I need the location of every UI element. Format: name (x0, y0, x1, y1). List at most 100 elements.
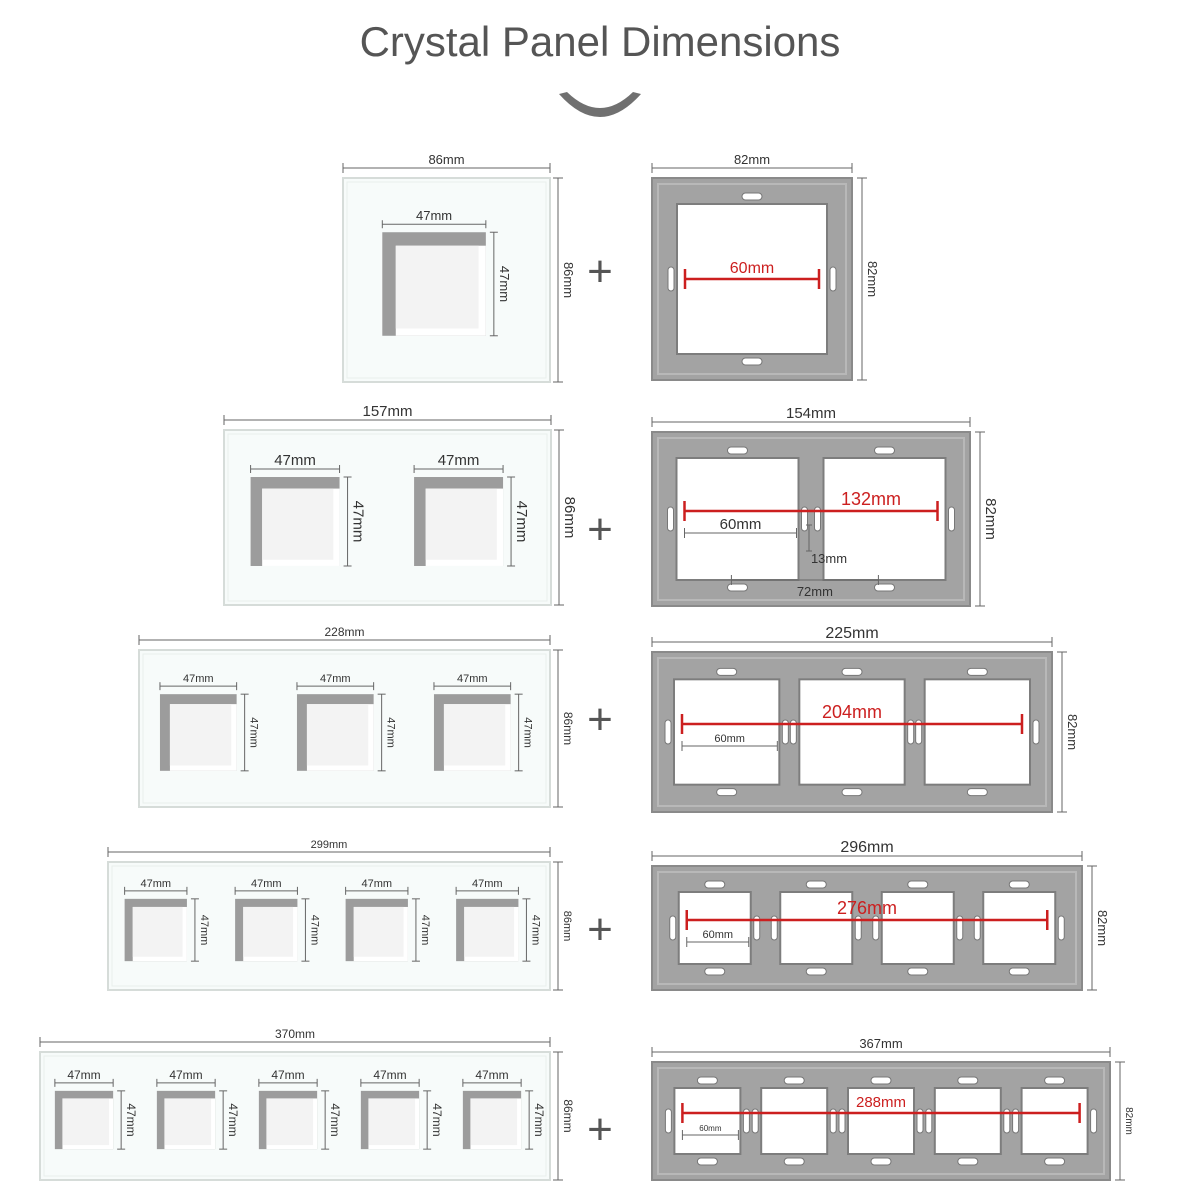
mounting-slot (916, 1108, 924, 1134)
metal-frame-rim (657, 437, 965, 601)
glass-opening-inner (395, 245, 479, 329)
span-label: 132mm (841, 489, 901, 509)
mounting-slot (854, 915, 862, 941)
plus-icon: + (587, 247, 613, 296)
mounting-slot (1032, 719, 1040, 745)
opening-width-label: 47mm (472, 878, 503, 890)
mounting-slot (805, 880, 827, 889)
glass-opening-inner (368, 1098, 416, 1146)
mounting-slot (838, 1108, 846, 1134)
opening-width-label: 47mm (140, 878, 171, 890)
mounting-slot (966, 788, 988, 797)
glass-height-label: 86mm (561, 911, 573, 942)
mounting-slot (696, 1076, 718, 1085)
glass-height-label: 86mm (561, 712, 575, 745)
mounting-slot (872, 915, 880, 941)
glass-panel-inner-edge (111, 865, 547, 987)
glass-opening-inner (470, 1098, 518, 1146)
frame-height-label: 82mm (865, 261, 880, 297)
mounting-slot (948, 506, 955, 532)
glass-height-label: 86mm (561, 262, 576, 298)
opening-height-label: 47mm (328, 1103, 342, 1136)
frame-width-label: 225mm (825, 625, 878, 642)
plus-icon: + (587, 905, 613, 954)
mounting-slot (1003, 1108, 1011, 1134)
mounting-slot (741, 192, 763, 201)
glass-width-label: 157mm (362, 403, 412, 420)
frame-window (779, 891, 854, 965)
mounting-slot (1008, 967, 1030, 976)
unit-span-label: 60mm (699, 1124, 722, 1133)
glass-opening-inner (62, 1098, 110, 1146)
glass-opening-inner (243, 906, 294, 957)
mounting-slot (727, 583, 748, 592)
glass-opening-inner (464, 906, 515, 957)
mounting-slot (704, 967, 726, 976)
mounting-slot (874, 446, 895, 455)
opening-height-label: 47mm (248, 717, 260, 748)
mounting-slot (1012, 1108, 1020, 1134)
pitch-label: 72mm (797, 584, 833, 599)
opening-width-label: 47mm (67, 1068, 100, 1082)
mounting-slot (667, 266, 675, 292)
frame-window (847, 1087, 915, 1155)
mounting-slot (966, 667, 988, 676)
mounting-slot (957, 1076, 979, 1085)
opening-height-label: 47mm (513, 501, 530, 543)
mounting-slot (874, 583, 895, 592)
opening-height-label: 47mm (308, 915, 320, 946)
opening-width-label: 47mm (271, 1068, 304, 1082)
frame-window (982, 891, 1057, 965)
frame-window (798, 678, 906, 786)
frame-width-label: 367mm (859, 1036, 902, 1051)
mounting-slot (957, 1157, 979, 1166)
mounting-slot (915, 719, 923, 745)
mounting-slot (841, 788, 863, 797)
mounting-slot (667, 506, 674, 532)
mounting-slot (781, 719, 789, 745)
mounting-slot (1090, 1108, 1098, 1134)
opening-height-label: 47mm (430, 1103, 444, 1136)
mounting-slot (870, 1157, 892, 1166)
span-label: 276mm (837, 898, 897, 918)
frame-window (760, 1087, 829, 1155)
mounting-slot (664, 1108, 672, 1134)
mounting-slot (814, 506, 821, 532)
mounting-slot (770, 915, 778, 941)
opening-width-label: 47mm (416, 208, 452, 223)
opening-width-label: 47mm (183, 673, 214, 685)
plus-icon: + (587, 1105, 613, 1154)
opening-width-label: 47mm (169, 1068, 202, 1082)
opening-height-label: 47mm (529, 915, 541, 946)
glass-opening-inner (164, 1098, 212, 1146)
glass-panel-inner-edge (43, 1055, 547, 1177)
mounting-slot (1044, 1157, 1066, 1166)
mounting-slot (907, 719, 915, 745)
frame-window (673, 1087, 742, 1155)
glass-width-label: 370mm (275, 1027, 315, 1041)
frame-width-label: 154mm (786, 405, 836, 422)
glass-opening-inner (169, 704, 232, 766)
frame-height-label: 82mm (1065, 714, 1080, 750)
frame-window (677, 891, 752, 965)
glass-opening-inner (353, 906, 404, 957)
mounting-slot (1008, 880, 1030, 889)
mounting-slot (973, 915, 981, 941)
frame-window (933, 1087, 1002, 1155)
mounting-slot (805, 967, 827, 976)
metal-frame-rim (657, 657, 1047, 807)
opening-width-label: 47mm (438, 452, 480, 469)
opening-height-label: 47mm (497, 266, 512, 302)
mounting-slot (751, 1108, 759, 1134)
glass-panel-inner-edge (346, 181, 547, 379)
plus-icon: + (587, 505, 613, 554)
mounting-slot (956, 915, 964, 941)
mounting-slot (841, 667, 863, 676)
mounting-slot (783, 1157, 805, 1166)
opening-width-label: 47mm (457, 673, 488, 685)
frame-width-label: 296mm (840, 839, 893, 856)
unit-span-label: 60mm (702, 929, 733, 941)
mounting-slot (907, 880, 929, 889)
mounting-slot (742, 1108, 750, 1134)
opening-width-label: 47mm (251, 878, 282, 890)
